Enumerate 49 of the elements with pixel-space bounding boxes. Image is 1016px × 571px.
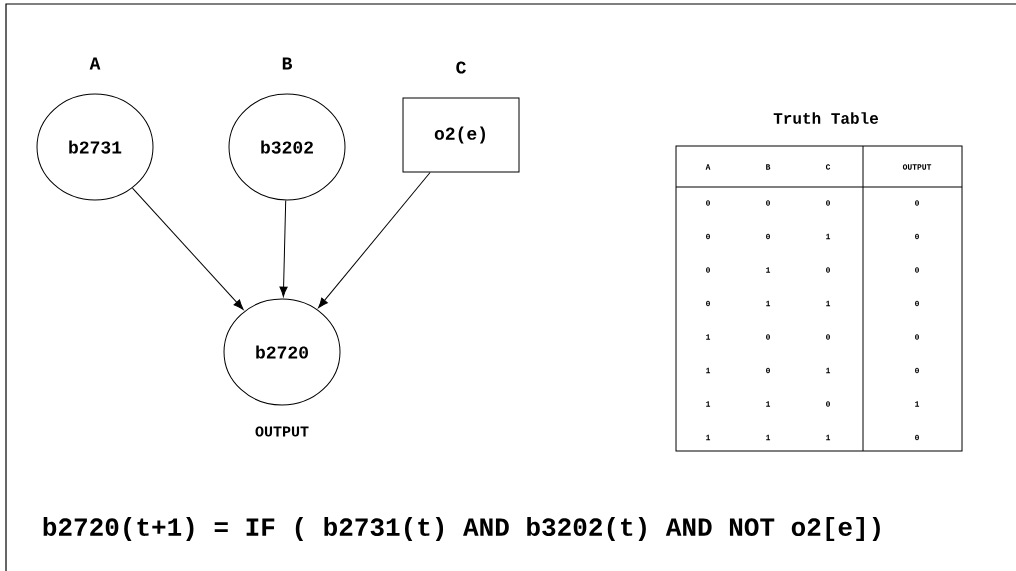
- table-cell: 1: [915, 401, 920, 407]
- column-header: A: [705, 164, 711, 170]
- table-cell: 0: [706, 233, 710, 240]
- node-heading: B: [282, 57, 293, 70]
- ellipse-node: b3202: [228, 93, 346, 201]
- column-header: B: [766, 164, 771, 170]
- table-cell: 1: [766, 300, 771, 307]
- ellipse-node: b2731: [36, 93, 154, 201]
- table-title: Truth Table: [773, 112, 878, 124]
- node-heading: C: [456, 61, 466, 74]
- table-cell: 0: [915, 434, 919, 441]
- node-heading: A: [89, 57, 101, 70]
- table-cell: 1: [826, 434, 831, 441]
- ellipse-node: b2720: [223, 298, 341, 406]
- column-header: OUTPUT: [902, 164, 932, 170]
- arrow: [132, 187, 244, 310]
- table-cell: 1: [826, 367, 831, 374]
- table-cell: 0: [706, 300, 710, 307]
- table-cell: 1: [706, 401, 711, 407]
- table-cell: 1: [706, 367, 711, 374]
- table-cell: 1: [706, 434, 711, 441]
- table-cell: 0: [706, 200, 710, 206]
- table-cell: 1: [826, 233, 831, 240]
- table-cell: 0: [766, 367, 770, 374]
- table-cell: 0: [915, 233, 919, 240]
- table-cell: 1: [706, 334, 711, 340]
- equation-text: b2720(t+1) = IF ( b2731(t) AND b3202(t) AND NOT o2[e]): [43, 516, 880, 542]
- table-cell: 0: [826, 334, 830, 340]
- table-cell: 1: [766, 434, 771, 441]
- table-cell: 1: [826, 300, 831, 307]
- table-cell: 0: [766, 233, 770, 240]
- arrow: [318, 172, 431, 309]
- table-cell: 0: [826, 200, 830, 206]
- table-cell: 1: [766, 401, 771, 407]
- node-caption: OUTPUT: [255, 426, 309, 437]
- table-cell: 0: [826, 267, 830, 273]
- table-cell: 0: [915, 200, 919, 206]
- table-cell: 0: [915, 267, 919, 273]
- table-cell: 1: [766, 267, 771, 273]
- table-cell: 0: [915, 300, 919, 307]
- table-cell: 0: [915, 367, 919, 374]
- column-header: C: [825, 164, 831, 170]
- table-cell: 0: [706, 267, 710, 273]
- arrow: [279, 200, 288, 297]
- table-cell: 0: [766, 334, 770, 340]
- table-cell: 0: [915, 334, 919, 340]
- table-cell: 0: [826, 401, 830, 407]
- rectangle-node: o2(e): [402, 97, 520, 173]
- table-cell: 0: [766, 200, 770, 206]
